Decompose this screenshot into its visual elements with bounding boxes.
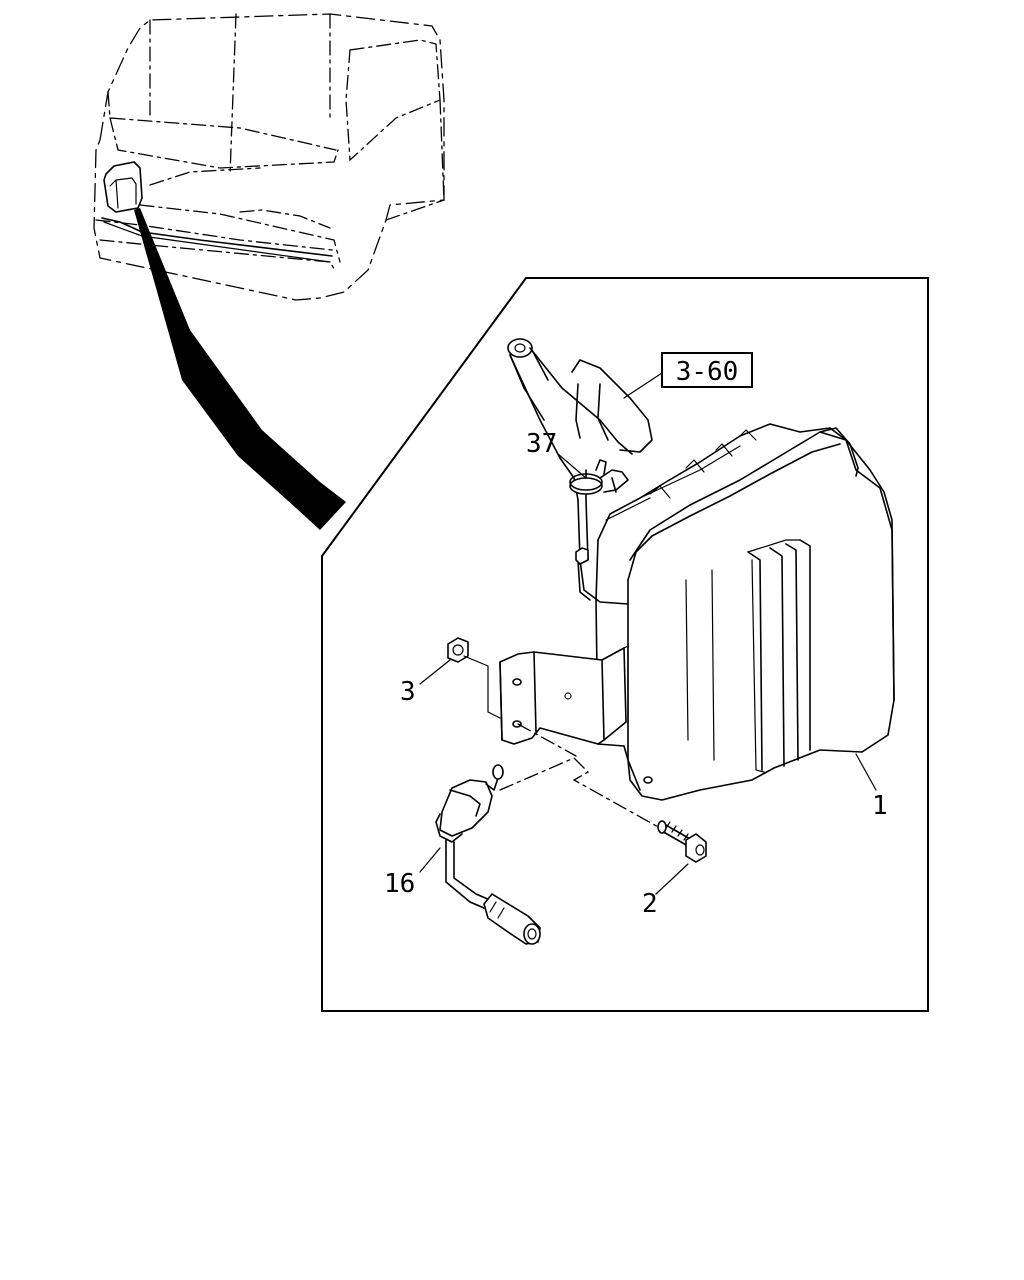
ref-box — [661, 352, 753, 388]
pointer-wedge — [134, 208, 346, 530]
nut — [447, 637, 469, 663]
leader-37 — [557, 453, 587, 479]
callout-3[interactable]: 3 — [400, 677, 416, 707]
callout-1[interactable]: 1 — [872, 791, 888, 821]
callout-37[interactable]: 37 — [526, 429, 557, 459]
leader-2 — [655, 863, 689, 895]
washer-pump — [435, 764, 541, 945]
hose-fitting — [575, 547, 589, 565]
leader-1 — [855, 753, 877, 791]
mounting-bracket — [499, 645, 629, 745]
bolt — [657, 820, 707, 863]
hose-clamp — [569, 459, 629, 495]
bolt-assembly-line — [517, 723, 577, 757]
nut-assembly-line — [463, 655, 501, 719]
leader-3 — [419, 659, 451, 685]
callout-16[interactable]: 16 — [384, 869, 415, 899]
leader-16 — [419, 847, 441, 873]
washer-tank — [595, 423, 895, 801]
ref-box-label[interactable]: 3-60 — [676, 357, 739, 387]
truck-cab-outline — [93, 13, 445, 301]
detail-frame — [321, 277, 929, 1012]
leader-ref — [623, 372, 663, 399]
pump-assembly-line — [499, 757, 661, 829]
callout-2[interactable]: 2 — [642, 889, 658, 919]
